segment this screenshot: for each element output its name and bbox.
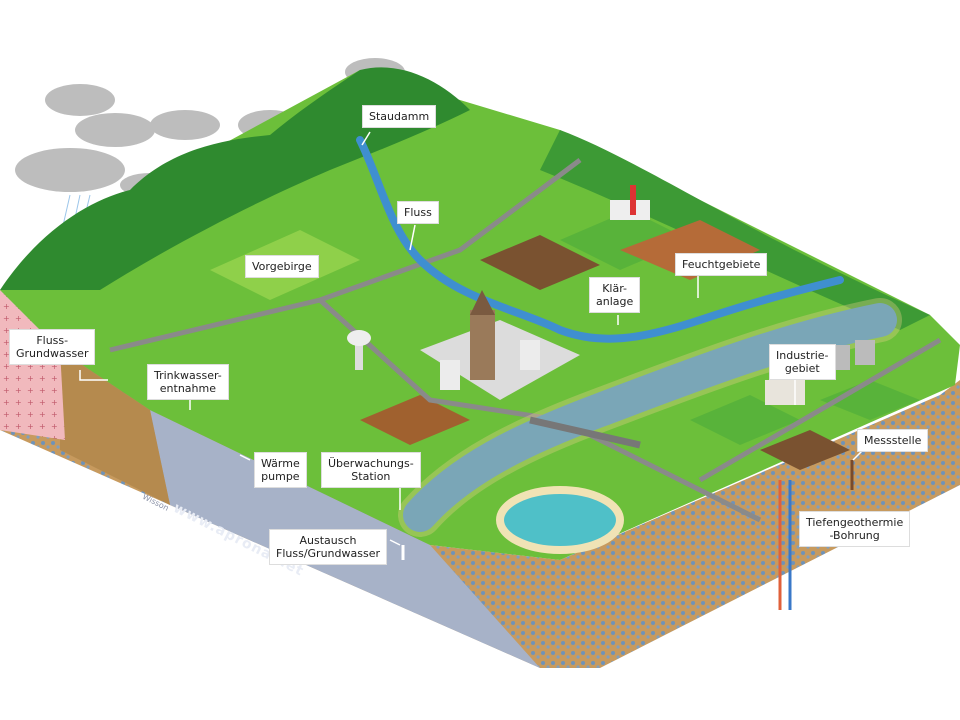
label-messstelle: Messstelle bbox=[858, 430, 928, 451]
label-trinkwasserentnahme: Trinkwasser- entnahme bbox=[148, 365, 228, 399]
soil-layer bbox=[60, 350, 170, 505]
city bbox=[420, 290, 580, 400]
wells bbox=[401, 460, 854, 610]
label-vorgebirge: Vorgebirge bbox=[246, 256, 318, 277]
water-tower bbox=[347, 330, 371, 346]
bridge bbox=[529, 416, 641, 449]
quarry-lake bbox=[496, 486, 624, 554]
label-fluss: Fluss bbox=[398, 202, 438, 223]
label-ueberwachungsstation: Überwachungs- Station bbox=[322, 453, 420, 487]
label-waermepumpe: Wärme pumpe bbox=[255, 453, 306, 487]
label-feuchtgebiete: Feuchtgebiete bbox=[676, 254, 767, 275]
forest-hills bbox=[0, 67, 470, 290]
label-industriegebiet: Industrie- gebiet bbox=[770, 345, 835, 379]
label-klaeranlage: Klär- anlage bbox=[590, 278, 640, 312]
front-side-face bbox=[0, 290, 960, 668]
industry bbox=[610, 185, 875, 405]
roads bbox=[109, 158, 942, 523]
leader-lines bbox=[79, 131, 864, 546]
river bbox=[356, 136, 902, 537]
label-staudamm: Staudamm bbox=[363, 106, 436, 127]
granite-layer bbox=[0, 290, 65, 440]
label-fluss-grundwasser: Fluss- Grundwasser bbox=[10, 330, 95, 364]
label-tiefengeothermie: Tiefengeothermie -Bohrung bbox=[800, 512, 910, 546]
label-austausch: Austausch Fluss/Grundwasser bbox=[270, 530, 386, 564]
